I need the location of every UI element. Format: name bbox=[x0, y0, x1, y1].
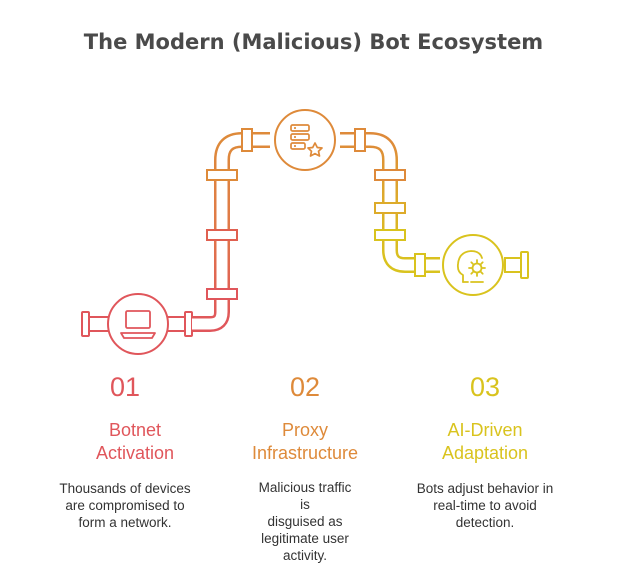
stage-description-proxy: Malicious traffic is disguised as legiti… bbox=[220, 479, 390, 564]
stage-title-line: Botnet bbox=[108, 420, 162, 440]
description-line: are compromised to bbox=[65, 498, 185, 513]
node-proxy bbox=[274, 109, 336, 171]
stage-title-botnet: Botnet Activation bbox=[45, 419, 225, 465]
pipe-coupling bbox=[241, 128, 253, 152]
pipe-segment-ai-outlet bbox=[504, 251, 529, 279]
description-line: legitimate user bbox=[261, 531, 349, 546]
description-line: Thousands of devices bbox=[59, 481, 191, 496]
description-line: disguised as bbox=[267, 514, 343, 529]
pipe-coupling bbox=[374, 202, 406, 214]
diagram-title: The Modern (Malicious) Bot Ecosystem bbox=[83, 30, 544, 54]
ai-head-gear-icon bbox=[456, 250, 486, 283]
stage-title-ai: AI-Driven Adaptation bbox=[395, 419, 575, 465]
stage-title-line: Activation bbox=[95, 443, 175, 463]
description-line: form a network. bbox=[78, 515, 172, 530]
description-line: is bbox=[300, 497, 310, 512]
description-line: detection. bbox=[455, 515, 515, 530]
description-line: Bots adjust behavior in bbox=[416, 481, 554, 496]
description-line: Malicious traffic bbox=[258, 480, 352, 495]
pipe-coupling bbox=[374, 169, 406, 181]
stage-title-line: Proxy bbox=[281, 420, 328, 440]
pipe-coupling bbox=[354, 128, 366, 152]
description-line: real-time to avoid bbox=[433, 498, 537, 513]
stage-number-01: 01 bbox=[109, 372, 141, 402]
server-star-icon bbox=[290, 124, 323, 157]
stage-title-proxy: Proxy Infrastructure bbox=[215, 419, 395, 465]
pipe-coupling bbox=[206, 229, 238, 241]
pipe-coupling bbox=[206, 169, 238, 181]
pipe-coupling bbox=[374, 229, 406, 241]
stage-number-03: 03 bbox=[469, 372, 501, 402]
stage-title-line: Adaptation bbox=[441, 443, 529, 463]
stage-number-02: 02 bbox=[289, 372, 321, 402]
description-line: activity. bbox=[282, 548, 327, 563]
stage-description-ai: Bots adjust behavior in real-time to avo… bbox=[400, 480, 570, 531]
stage-title-line: AI-Driven bbox=[447, 420, 523, 440]
stage-title-line: Infrastructure bbox=[251, 443, 359, 463]
stage-description-botnet: Thousands of devices are compromised to … bbox=[40, 480, 210, 531]
pipe-coupling bbox=[414, 253, 426, 277]
pipe-coupling bbox=[206, 288, 238, 300]
laptop-icon bbox=[120, 310, 156, 339]
node-ai bbox=[442, 234, 504, 296]
node-botnet bbox=[107, 293, 169, 355]
